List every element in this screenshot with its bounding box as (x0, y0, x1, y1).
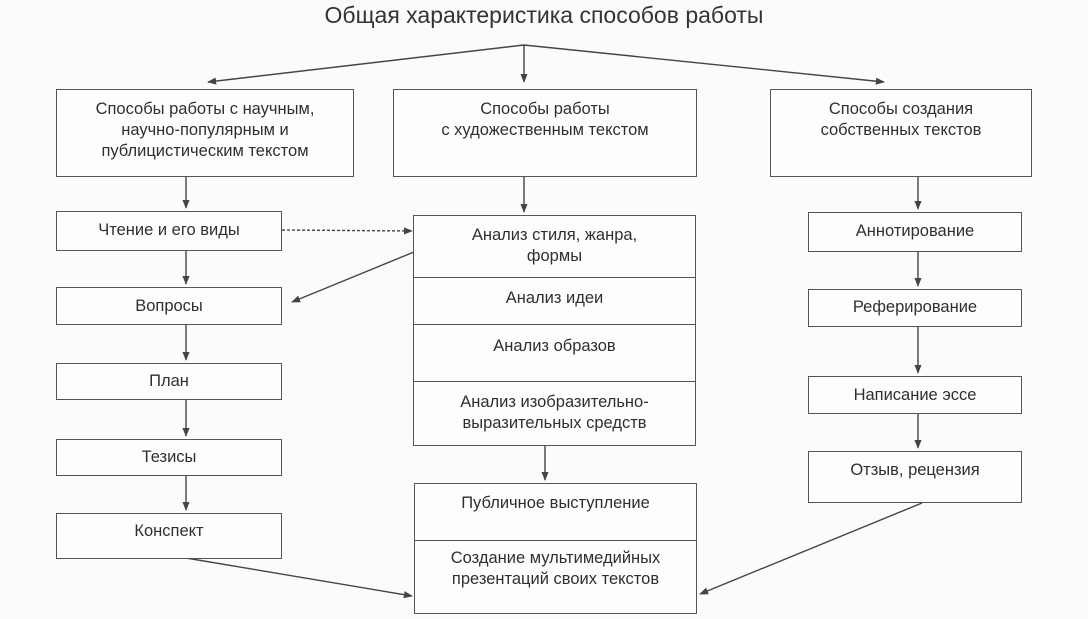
right-item-label: Написание эссе (853, 386, 977, 404)
right-item-label: Отзыв, рецензия (850, 461, 980, 479)
analysis-block: Анализ стиля, жанра, формы Анализ идеи А… (413, 215, 696, 446)
header-label-science: Способы работы с научным, научно-популяр… (95, 100, 315, 160)
right-item-label: Аннотирование (855, 222, 975, 240)
arrow-review-to-output (699, 502, 923, 595)
left-item-theses: Тезисы (56, 439, 282, 476)
header-box-fiction: Способы работы с художественным текстом (393, 89, 697, 177)
analysis-style-genre: Анализ стиля, жанра, формы (471, 226, 638, 265)
left-item-label: Вопросы (135, 297, 203, 315)
analysis-divider (414, 324, 695, 325)
right-item-referat: Реферирование (808, 289, 1022, 327)
arrow-style-to-questions (291, 251, 415, 303)
left-item-label: Тезисы (141, 448, 197, 466)
output-public-speech: Публичное выступление (461, 494, 650, 512)
analysis-images: Анализ образов (493, 337, 616, 355)
output-block: Публичное выступление Создание мультимед… (414, 483, 697, 614)
header-label-own-texts: Способы создания собственных текстов (820, 100, 982, 139)
left-item-reading: Чтение и его виды (56, 211, 282, 251)
analysis-divider (414, 381, 695, 382)
header-box-science: Способы работы с научным, научно-популяр… (56, 89, 354, 177)
left-item-label: Чтение и его виды (98, 221, 240, 239)
right-item-annotation: Аннотирование (808, 212, 1022, 252)
output-multimedia: Создание мультимедийных презентаций свои… (450, 549, 661, 588)
arrow-title-to-left (207, 44, 525, 85)
left-item-conspect: Конспект (56, 513, 282, 559)
left-item-label: План (149, 372, 189, 390)
right-item-essay: Написание эссе (808, 376, 1022, 414)
left-item-plan: План (56, 363, 282, 400)
analysis-divider (414, 277, 695, 278)
header-box-own-texts: Способы создания собственных текстов (770, 89, 1032, 177)
right-item-label: Реферирование (852, 298, 978, 316)
arrow-reading-to-style (281, 227, 413, 235)
left-item-questions: Вопросы (56, 287, 282, 325)
diagram-title: Общая характеристика способов работы (324, 2, 764, 28)
analysis-idea: Анализ идеи (505, 289, 604, 307)
output-divider (415, 540, 696, 541)
arrow-conspect-to-output (185, 557, 413, 599)
left-item-label: Конспект (134, 522, 204, 540)
arrow-title-to-right (523, 44, 885, 85)
analysis-expressive-means: Анализ изобразительно- выразительных сре… (460, 393, 649, 432)
header-label-fiction: Способы работы с художественным текстом (441, 100, 649, 139)
right-item-review: Отзыв, рецензия (808, 451, 1022, 503)
